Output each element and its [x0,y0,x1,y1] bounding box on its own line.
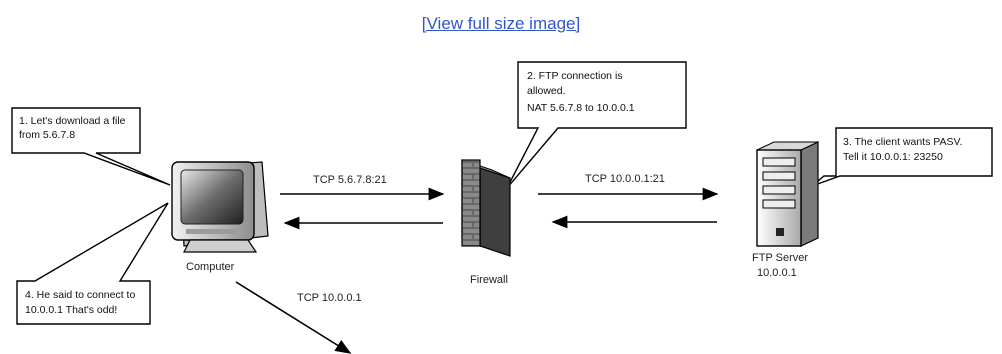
computer-label: Computer [186,261,235,273]
callout-2-line-2: allowed. [527,85,566,97]
ftp-server-label: FTP Server [752,252,808,264]
ftp-server-icon [756,141,819,247]
callout-3-line-2: Tell it 10.0.0.1: 23250 [843,151,943,163]
callout-3: 3. The client wants PASV. Tell it 10.0.0… [811,127,993,187]
callout-3-line-1: 3. The client wants PASV. [843,136,962,148]
view-full-size-link[interactable]: [View full size image] [421,14,581,33]
callout-1-line-2: from 5.6.7.8 [19,129,75,141]
arrow-computer-outbound [235,281,352,354]
callout-1-line-1: 1. Let's download a file [19,115,126,127]
callout-2-line-3: NAT 5.6.7.8 to 10.0.0.1 [527,102,635,114]
callout-1: 1. Let's download a file from 5.6.7.8 [11,107,171,186]
callout-4-line-2: 10.0.0.1 That's odd! [25,304,117,316]
ftp-server-ip: 10.0.0.1 [757,267,797,279]
callout-4-line-1: 4. He said to connect to [25,289,135,301]
computer-monitor-icon [171,161,269,253]
label-tcp-5678-21: TCP 5.6.7.8:21 [313,174,387,186]
callout-2-line-1: 2. FTP connection is [527,70,623,82]
firewall-label: Firewall [470,274,508,286]
label-tcp-10001-21: TCP 10.0.0.1:21 [585,173,665,185]
callout-2: 2. FTP connection is allowed. NAT 5.6.7.… [506,61,687,189]
callout-4: 4. He said to connect to 10.0.0.1 That's… [16,202,169,325]
firewall-icon [461,159,511,257]
label-tcp-10001: TCP 10.0.0.1 [297,292,362,304]
